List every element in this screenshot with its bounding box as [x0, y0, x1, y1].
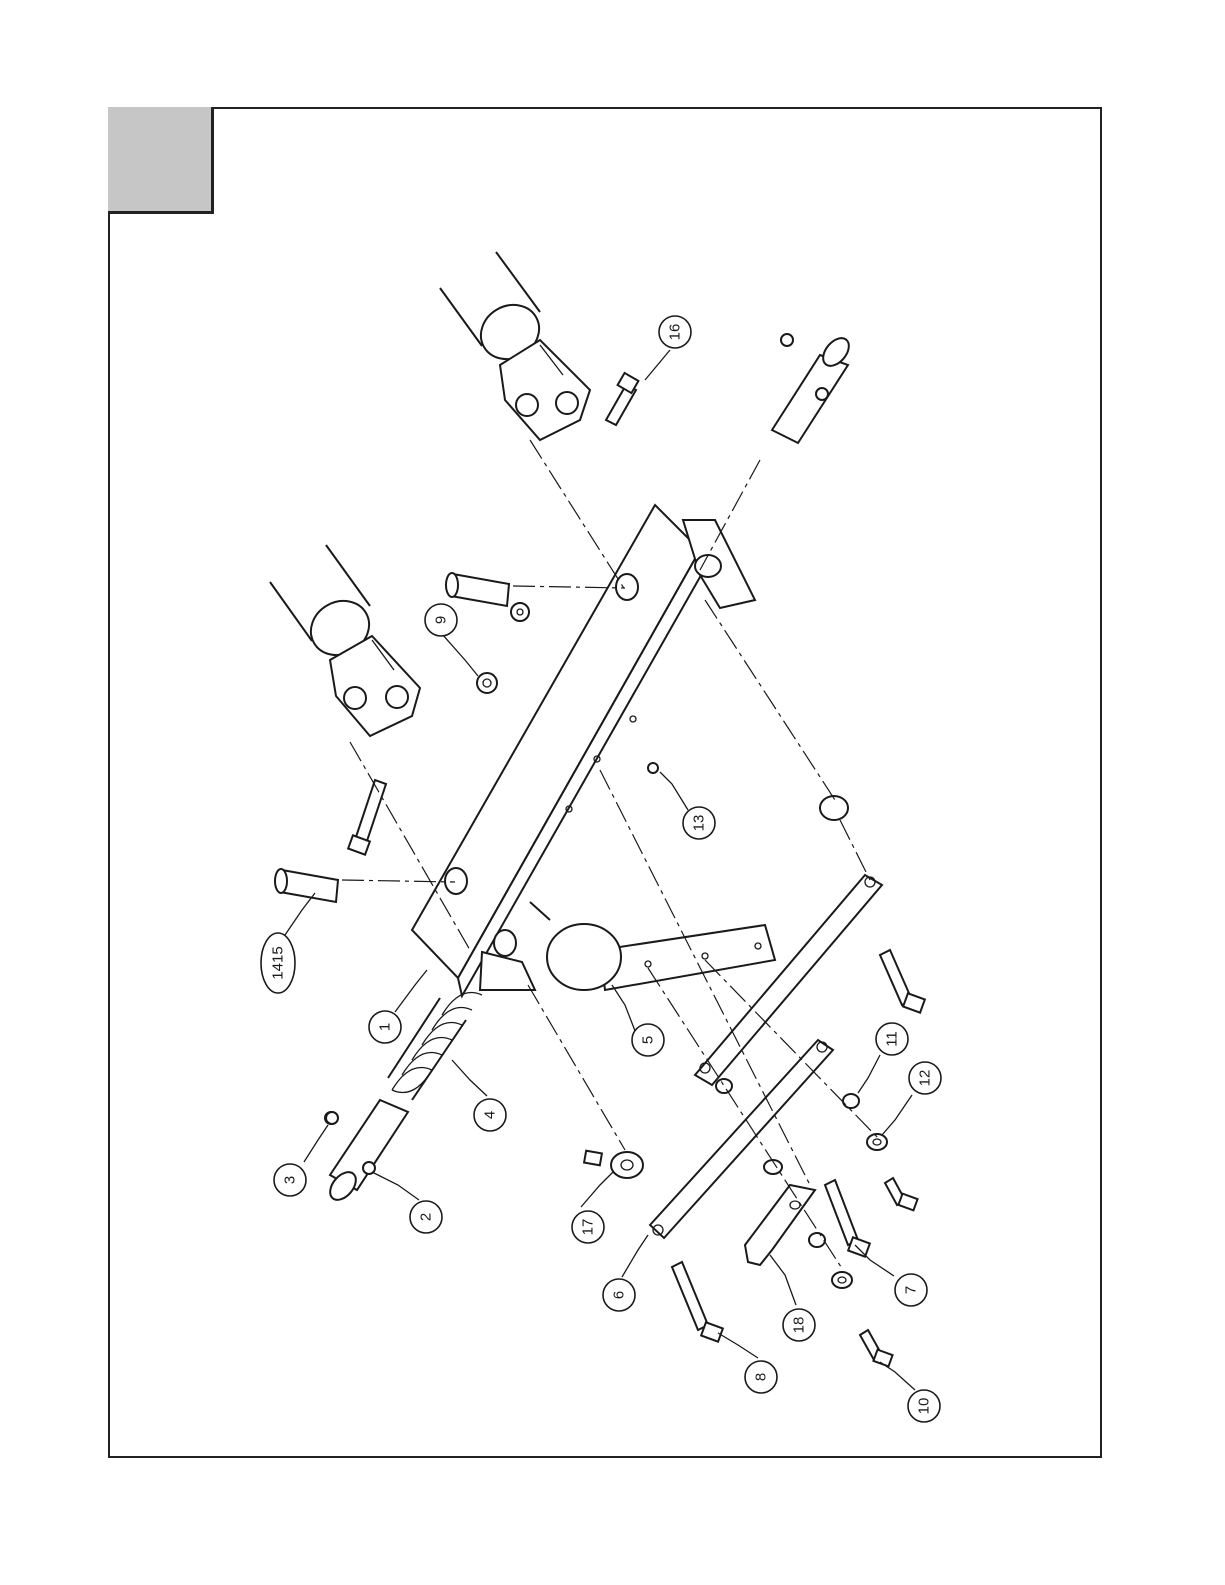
svg-text:8: 8: [753, 1373, 770, 1381]
callout-4: 4: [474, 1099, 506, 1131]
svg-text:3: 3: [282, 1176, 299, 1184]
center-lines: [342, 440, 880, 1270]
svg-text:16: 16: [667, 324, 684, 341]
svg-text:12: 12: [917, 1070, 934, 1087]
svg-text:7: 7: [903, 1286, 920, 1294]
callout-10: 10: [908, 1390, 940, 1422]
callout-7: 7: [895, 1274, 927, 1306]
lower-cylinder: [270, 545, 420, 736]
svg-text:2: 2: [418, 1213, 435, 1221]
spring-part-4: [388, 993, 482, 1101]
callout-12: 12: [909, 1062, 941, 1094]
svg-text:13: 13: [691, 815, 708, 832]
callout-1: 1: [369, 1011, 401, 1043]
callout-14-15: 1415: [261, 933, 295, 993]
callout-2: 2: [410, 1201, 442, 1233]
svg-text:5: 5: [640, 1036, 657, 1044]
callout-11: 11: [876, 1023, 908, 1055]
callout-18: 18: [783, 1309, 815, 1341]
svg-text:18: 18: [791, 1317, 808, 1334]
callout-13: 13: [683, 807, 715, 839]
callout-5: 5: [632, 1024, 664, 1056]
callout-16: 16: [659, 316, 691, 348]
svg-text:9: 9: [433, 616, 450, 624]
svg-text:10: 10: [916, 1398, 933, 1415]
callout-17: 17: [572, 1211, 604, 1243]
callout-6: 6: [603, 1279, 635, 1311]
svg-text:1415: 1415: [270, 946, 287, 979]
upper-cylinder: [440, 252, 590, 440]
bracket-part-18: [745, 1185, 815, 1265]
svg-text:6: 6: [611, 1291, 628, 1299]
svg-text:11: 11: [884, 1031, 901, 1047]
svg-text:1: 1: [377, 1023, 394, 1031]
shaft-right: [772, 333, 854, 443]
pedal-part-5: [547, 924, 775, 990]
callout-9: 9: [425, 604, 457, 636]
callout-3: 3: [274, 1164, 306, 1196]
svg-text:4: 4: [482, 1111, 499, 1119]
svg-text:17: 17: [580, 1219, 597, 1236]
callout-8: 8: [745, 1361, 777, 1393]
